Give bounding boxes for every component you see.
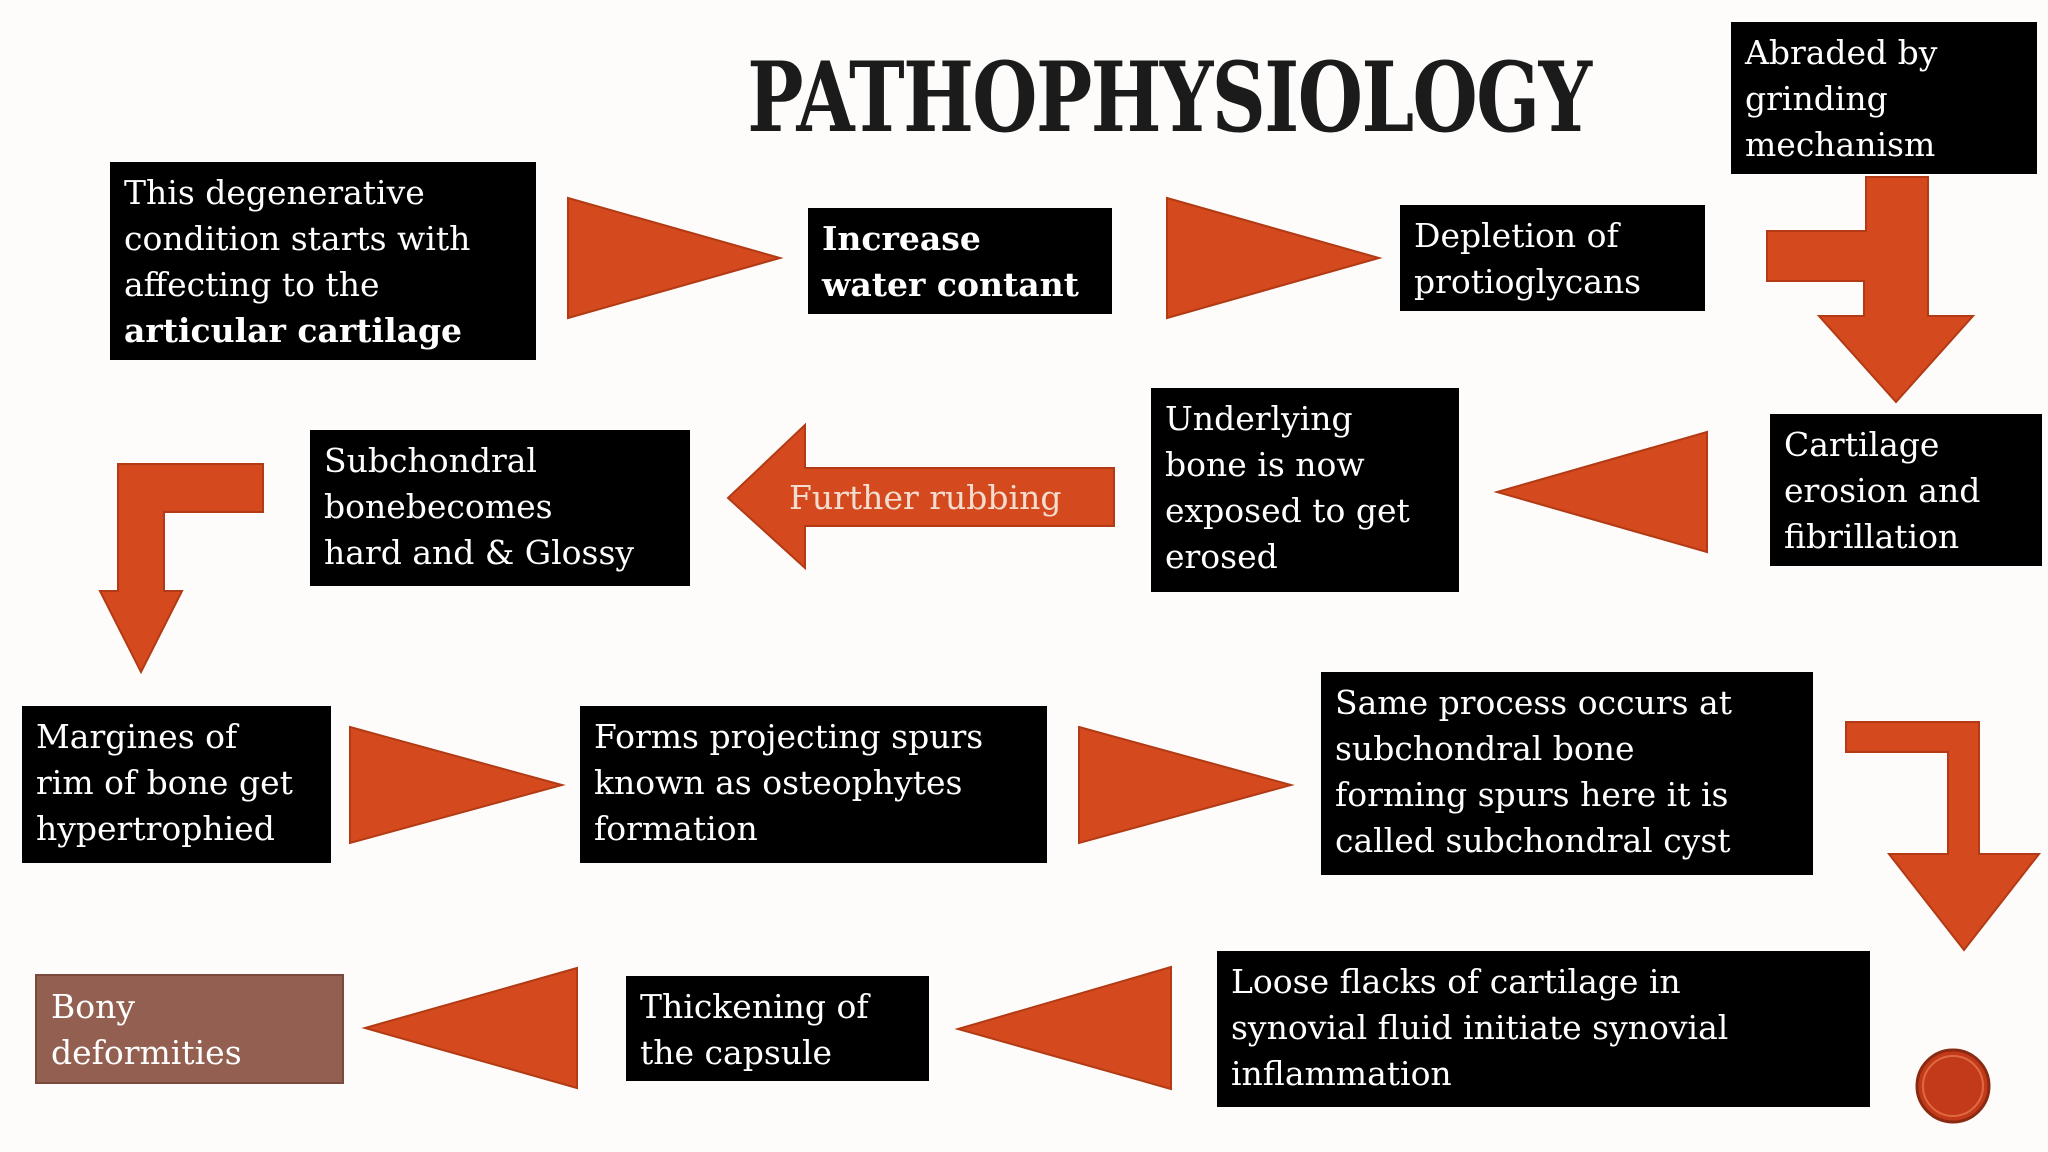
further-rubbing-arrow-icon [726, 422, 1115, 571]
box-line: Increase [822, 219, 981, 258]
box-line: Thickening of [640, 987, 869, 1026]
box-line: bonebecomes [324, 487, 553, 526]
box-subchondral-hard: Subchondral bonebecomes hard and & Gloss… [310, 430, 690, 586]
box-line-bold: articular cartilage [124, 311, 463, 350]
box-line: This degenerative [124, 173, 425, 212]
box-underlying-bone: Underlying bone is now exposed to get er… [1151, 388, 1459, 592]
box-line: Depletion of [1414, 216, 1619, 255]
arrow-left-icon [954, 965, 1172, 1091]
box-osteophytes: Forms projecting spurs known as osteophy… [580, 706, 1047, 863]
box-line: protioglycans [1414, 262, 1642, 301]
arrow-left-icon [1493, 430, 1708, 554]
box-line: Subchondral [324, 441, 537, 480]
box-line: rim of bone get [36, 763, 293, 802]
box-line: hard and & Glossy [324, 533, 635, 572]
box-line: inflammation [1231, 1054, 1452, 1093]
box-margines: Margines of rim of bone get hypertrophie… [22, 706, 331, 863]
box-line: Cartilage [1784, 425, 1940, 464]
box-line: mechanism [1745, 125, 1936, 164]
box-line: synovial fluid initiate synovial [1231, 1008, 1729, 1047]
box-line: known as osteophytes [594, 763, 963, 802]
box-depletion: Depletion of protioglycans [1400, 205, 1705, 311]
box-line: erosed [1165, 537, 1278, 576]
box-line: Margines of [36, 717, 238, 756]
box-line: called subchondral cyst [1335, 821, 1731, 860]
box-line: erosion and [1784, 471, 1981, 510]
bent-arrow-down-icon [1845, 721, 2042, 952]
box-line: Bony [51, 987, 136, 1026]
box-line: affecting to the [124, 265, 380, 304]
box-line: deformities [51, 1033, 242, 1072]
box-line: exposed to get [1165, 491, 1410, 530]
box-line: fibrillation [1784, 517, 1960, 556]
box-line: water contant [822, 265, 1079, 304]
box-line: forming spurs here it is [1335, 775, 1729, 814]
box-line: formation [594, 809, 758, 848]
arrow-right-icon [567, 196, 784, 320]
box-line: hypertrophied [36, 809, 275, 848]
box-line: Forms projecting spurs [594, 717, 984, 756]
box-line: Underlying [1165, 399, 1353, 438]
box-line: Same process occurs at [1335, 683, 1732, 722]
arrow-right-icon [349, 725, 566, 845]
box-subchondral-cyst: Same process occurs at subchondral bone … [1321, 672, 1813, 875]
arrow-right-icon [1166, 196, 1383, 320]
further-rubbing-label: Further rubbing [789, 478, 1062, 517]
decorative-badge-icon [1915, 1048, 1991, 1124]
box-line: Abraded by [1745, 33, 1938, 72]
box-thickening: Thickening of the capsule [626, 976, 929, 1081]
box-line: condition starts with [124, 219, 471, 258]
box-abraded: Abraded by grinding mechanism [1731, 22, 2037, 174]
box-increase-water: Increase water contant [808, 208, 1112, 314]
arrow-right-icon [1078, 725, 1295, 845]
box-cartilage-erosion: Cartilage erosion and fibrillation [1770, 414, 2042, 566]
box-line: Loose flacks of cartilage in [1231, 962, 1681, 1001]
bent-arrow-down-icon [1766, 176, 1976, 404]
box-line: the capsule [640, 1033, 833, 1072]
box-bony-deformities: Bony deformities [35, 974, 344, 1084]
box-degenerative-condition: This degenerative condition starts with … [110, 162, 536, 360]
box-loose-flacks: Loose flacks of cartilage in synovial fl… [1217, 951, 1870, 1107]
bent-arrow-down-icon [98, 463, 264, 675]
box-line: grinding [1745, 79, 1888, 118]
decorative-badge-ring [1922, 1055, 1984, 1117]
arrow-left-icon [361, 966, 578, 1090]
box-line: subchondral bone [1335, 729, 1635, 768]
box-line: bone is now [1165, 445, 1365, 484]
